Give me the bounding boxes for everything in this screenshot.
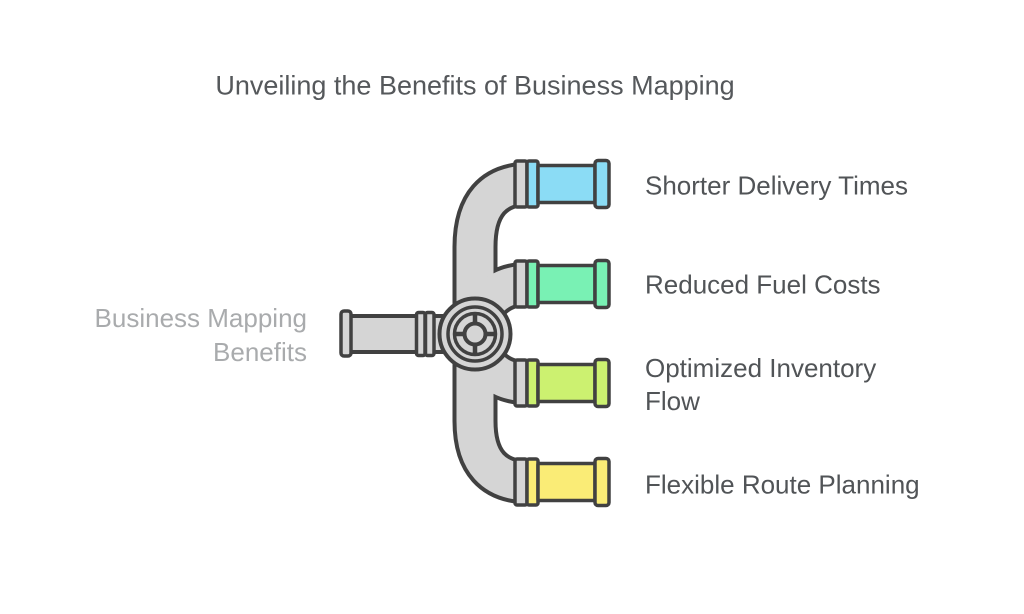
branch-1-gray-ring	[513, 159, 529, 209]
branch-4-color-body	[536, 461, 597, 503]
valve-hub	[462, 321, 488, 347]
benefit-label-reduced-fuel-costs: Reduced Fuel Costs	[645, 269, 881, 300]
benefit-label-optimized-inventory-flow: Optimized Inventory Flow	[645, 353, 877, 416]
branch-2-gray-ring	[513, 259, 529, 309]
branch-1-segment	[513, 158, 611, 210]
main-pipe-fittings	[339, 309, 436, 358]
valve-wheel-icon	[437, 296, 513, 372]
branch-1-end-flange	[593, 158, 611, 210]
branch-2-segment	[513, 258, 611, 310]
branch-3-segment	[513, 357, 611, 409]
main-pipe-left-flange	[339, 309, 353, 358]
main-pipe-coupling-ring-b	[423, 310, 436, 358]
branch-2-color-body	[536, 263, 597, 305]
benefit-label-shorter-delivery-times: Shorter Delivery Times	[645, 170, 908, 201]
branch-2-end-flange	[593, 258, 611, 310]
benefit-label-flexible-route-planning: Flexible Route Planning	[645, 469, 920, 500]
branch-4-gray-ring	[513, 457, 529, 507]
branch-3-end-flange	[593, 357, 611, 409]
valve-rim-outer-edge	[446, 305, 504, 363]
branch-1-color-body	[536, 163, 597, 205]
branch-4-segment	[513, 456, 611, 508]
main-pipe-coupling-ring-a	[414, 310, 427, 358]
branch-3-color-body	[536, 362, 597, 404]
source-node-label: Business Mapping Benefits	[94, 303, 307, 367]
page-title: Unveiling the Benefits of Business Mappi…	[215, 70, 735, 101]
valve-rim-inner-edge	[452, 311, 498, 357]
branch-4-end-flange	[593, 456, 611, 508]
branch-3-gray-ring	[513, 358, 529, 408]
valve-rim-band	[448, 307, 502, 361]
